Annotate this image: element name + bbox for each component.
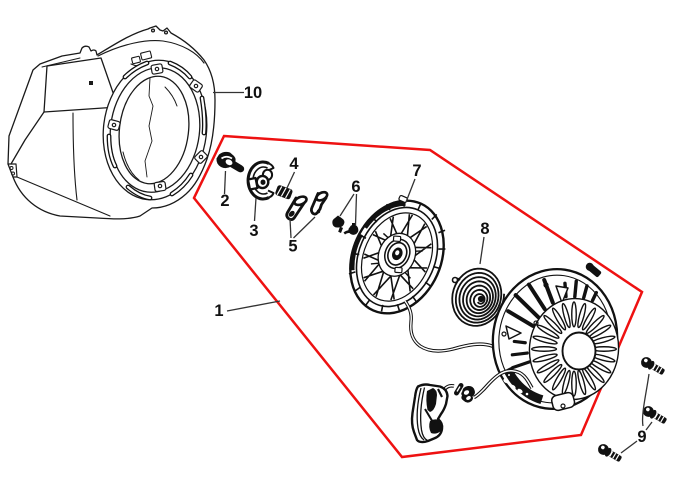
svg-text:9: 9 (637, 428, 646, 446)
svg-text:3: 3 (249, 222, 258, 240)
svg-text:1: 1 (214, 302, 223, 320)
svg-text:8: 8 (480, 220, 489, 238)
svg-text:7: 7 (412, 162, 421, 180)
svg-text:2: 2 (220, 192, 229, 210)
svg-text:10: 10 (244, 84, 262, 102)
svg-text:4: 4 (289, 155, 299, 173)
svg-text:6: 6 (351, 178, 360, 196)
svg-text:5: 5 (288, 238, 297, 256)
